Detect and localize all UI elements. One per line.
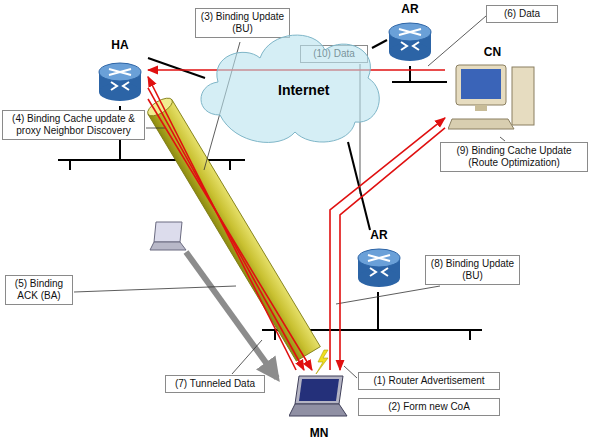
tunnel-mouth: [145, 95, 175, 120]
leader-line: [500, 137, 505, 141]
message-arrow: [148, 99, 312, 370]
router-icon: AR: [355, 228, 403, 292]
message-arrow: [340, 128, 445, 370]
router-arrows: [399, 29, 421, 50]
callout-box: (5) Binding ACK (BA): [5, 275, 73, 305]
lan-line: [392, 81, 447, 83]
callout-box: (1) Router Advertisement: [358, 372, 500, 390]
lan-line: [58, 159, 245, 161]
laptop-symbol: [289, 374, 349, 422]
wire: [148, 58, 205, 78]
device-label: CN: [484, 45, 501, 59]
wire: [469, 330, 471, 340]
device-label: AR: [370, 228, 387, 242]
callout-text: (6) Data: [491, 8, 553, 20]
callout-box: (9) Binding Cache Update (Route Optimiza…: [440, 142, 588, 172]
leader-lines: [74, 16, 505, 378]
leader-line: [146, 128, 166, 129]
previous-laptop: [150, 222, 186, 250]
callout-text: (8) Binding Update (BU): [430, 258, 515, 282]
laptop-lid: [295, 376, 343, 404]
leader-line: [232, 340, 262, 374]
router-symbol: [387, 20, 433, 64]
movement-arrow: [186, 252, 277, 378]
leader-line: [428, 16, 486, 66]
router-arrows: [368, 255, 390, 276]
wire: [69, 160, 71, 170]
leader-line: [336, 286, 440, 304]
laptop-base: [150, 242, 186, 250]
router-base: [99, 83, 141, 101]
callout-box: (4) Binding Cache update & proxy Neighbo…: [2, 110, 145, 140]
leader-line: [344, 366, 357, 378]
router-icon: AR: [385, 2, 435, 66]
router-base: [389, 43, 431, 61]
monitor-screen: [461, 69, 501, 99]
router-arrows: [109, 69, 131, 90]
cloud-shape: [201, 35, 379, 142]
wire: [409, 66, 411, 82]
router-symbol: [356, 246, 402, 290]
callout-text: (1) Router Advertisement: [363, 375, 495, 387]
callout-text: (4) Binding Cache update & proxy Neighbo…: [7, 113, 140, 137]
wireless-bolt: [316, 350, 328, 374]
callout-text: (9) Binding Cache Update (Route Optimiza…: [445, 145, 583, 169]
device-label: HA: [111, 38, 128, 52]
monitor: [456, 65, 506, 105]
router-symbol: [97, 60, 143, 104]
computer-icon: CN: [445, 45, 540, 135]
laptop-keyboard: [289, 404, 347, 416]
callout-box: (2) Form new CoA: [358, 398, 500, 416]
wire: [372, 40, 387, 48]
callout-box: (7) Tunneled Data: [165, 375, 265, 393]
keyboard: [448, 119, 514, 129]
internet-cloud: Internet: [190, 20, 385, 150]
laptop-screen: [154, 222, 182, 242]
cloud-label: Internet: [278, 82, 329, 98]
router-base: [358, 269, 400, 287]
router-icon: HA: [92, 38, 148, 106]
callout-box: (3) Binding Update (BU): [195, 8, 290, 38]
computer-tower: [512, 67, 534, 125]
wire: [274, 330, 276, 340]
monitor-stand: [475, 105, 487, 111]
wire: [377, 292, 379, 330]
callout-text: (3) Binding Update (BU): [200, 11, 285, 35]
callout-text: (5) Binding ACK (BA): [10, 278, 68, 302]
wire: [229, 160, 231, 170]
computer-symbol: [448, 63, 538, 133]
callout-text: (2) Form new CoA: [363, 401, 495, 413]
callout-text: (7) Tunneled Data: [170, 378, 260, 390]
device-label: AR: [401, 2, 418, 16]
message-arrow: [330, 118, 445, 370]
laptop-screen: [299, 379, 339, 401]
leader-line: [74, 286, 236, 292]
laptop-icon: MN: [282, 370, 356, 440]
callout-box: (6) Data: [486, 5, 558, 23]
callout-box: (8) Binding Update (BU): [425, 255, 520, 285]
device-label: MN: [310, 426, 329, 440]
